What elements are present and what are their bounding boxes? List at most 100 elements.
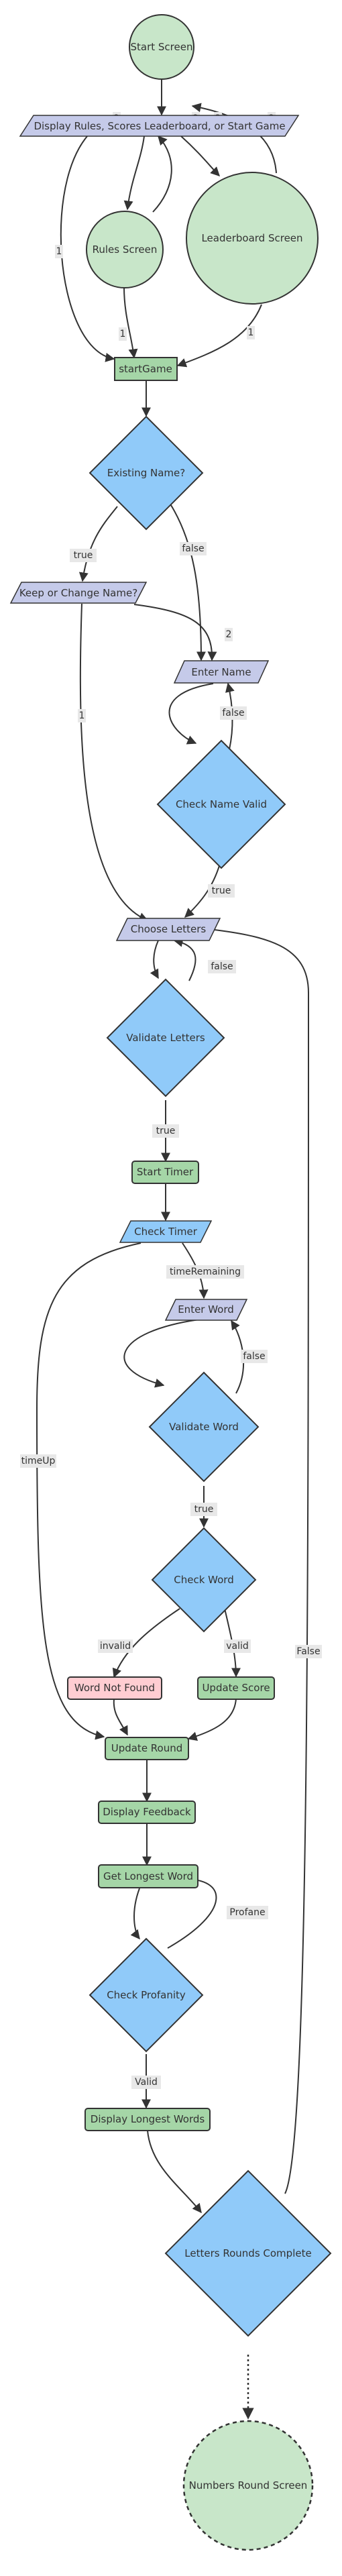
nodes: Start Screen Display Rules, Scores Leade…	[9, 14, 332, 2551]
node-leaderboard-screen: Leaderboard Screen	[186, 172, 319, 305]
edge-label-existing-false: false	[180, 542, 207, 555]
edge-longest-to-profanity	[130, 1888, 140, 1940]
svg-text:2: 2	[226, 629, 232, 640]
svg-text:true: true	[194, 1504, 214, 1515]
edge-label-letters-valid: true	[152, 1124, 179, 1138]
svg-text:Check Profanity: Check Profanity	[107, 1989, 186, 2001]
edge-notfound-to-updateround	[113, 1699, 128, 1736]
edge-checkname-valid	[184, 858, 222, 918]
edge-enter-to-checkname	[168, 683, 214, 745]
edge-profanity-profane	[167, 1874, 217, 1949]
node-validate-letters: Validate Letters	[106, 978, 225, 1097]
edge-label-word-invalid: false	[241, 1350, 268, 1363]
edge-label-existing-true: true	[70, 549, 97, 562]
edge-displaylongest-to-complete	[147, 2130, 202, 2214]
svg-text:1: 1	[79, 710, 85, 721]
edge-leaderboard-to-startgame	[176, 304, 262, 368]
svg-text:False: False	[296, 1646, 320, 1657]
edge-label-name-valid: true	[208, 884, 235, 898]
node-check-name-valid: Check Name Valid	[156, 739, 286, 869]
node-enter-word: Enter Word	[164, 1299, 248, 1321]
svg-text:Display Rules, Scores Leaderbo: Display Rules, Scores Leaderboard, or St…	[34, 120, 285, 132]
edge-label-not-profane: Valid	[131, 2076, 161, 2089]
svg-text:invalid: invalid	[100, 1641, 131, 1652]
svg-text:Check Name Valid: Check Name Valid	[176, 798, 267, 810]
svg-text:false: false	[243, 1351, 265, 1362]
edge-label-check-invalid: invalid	[98, 1640, 133, 1653]
svg-text:1: 1	[248, 327, 254, 338]
edge-existing-false	[164, 494, 206, 661]
svg-text:Update Round: Update Round	[111, 1742, 183, 1754]
edge-rules-to-startgame	[123, 286, 138, 359]
node-display-rules: Display Rules, Scores Leaderboard, or St…	[19, 115, 300, 137]
svg-text:false: false	[222, 708, 244, 718]
node-validate-word: Validate Word	[148, 1371, 260, 1483]
node-choose-letters: Choose Letters	[115, 918, 221, 941]
node-rules-screen: Rules Screen	[86, 211, 164, 288]
svg-text:true: true	[212, 885, 231, 896]
edge-label-display-to-startgame: 1	[55, 245, 63, 258]
svg-text:Start Screen: Start Screen	[131, 41, 193, 53]
svg-text:Start Timer: Start Timer	[137, 1166, 194, 1178]
svg-text:Profane: Profane	[229, 1907, 265, 1918]
svg-text:Word Not Found: Word Not Found	[74, 1682, 155, 1694]
svg-text:Validate Word: Validate Word	[169, 1421, 239, 1433]
svg-text:Leaderboard Screen: Leaderboard Screen	[201, 232, 302, 244]
svg-text:Display Longest Words: Display Longest Words	[91, 2113, 205, 2125]
edge-label-check-valid: valid	[224, 1640, 251, 1653]
edge-label-leaderboard-to-startgame: 1	[247, 326, 255, 339]
edge-label-name-invalid: false	[220, 706, 247, 720]
node-get-longest-word: Get Longest Word	[98, 1864, 198, 1888]
svg-text:Validate Letters: Validate Letters	[126, 1032, 205, 1044]
edge-choose-to-validate	[150, 940, 159, 979]
node-update-round: Update Round	[105, 1737, 189, 1760]
node-numbers-round-screen: Numbers Round Screen	[182, 2420, 314, 2551]
edge-label-profane: Profane	[227, 1906, 268, 1919]
svg-text:Choose Letters: Choose Letters	[131, 923, 207, 935]
svg-text:Check Timer: Check Timer	[134, 1226, 198, 1238]
edge-label-letters-invalid: false	[208, 960, 236, 973]
node-check-word: Check Word	[151, 1527, 257, 1633]
node-start-timer: Start Timer	[131, 1161, 199, 1184]
edge-label-word-valid: true	[190, 1503, 217, 1516]
svg-text:timeRemaining: timeRemaining	[170, 1267, 241, 1277]
svg-text:Valid: Valid	[135, 2077, 158, 2088]
node-existing-name: Existing Name?	[89, 415, 204, 531]
edge-rules-to-display	[152, 135, 172, 213]
node-enter-name: Enter Name	[173, 660, 270, 684]
svg-text:Display Feedback: Display Feedback	[103, 1806, 191, 1818]
edge-display-to-rules	[123, 136, 145, 211]
edge-existing-true	[78, 506, 118, 582]
node-letters-rounds-complete: Letters Rounds Complete	[164, 2169, 332, 2337]
edge-keep-to-enter	[133, 604, 217, 661]
edge-complete-false	[202, 924, 310, 2194]
svg-text:Enter Word: Enter Word	[178, 1303, 234, 1316]
edge-label-rounds-not-complete: False	[295, 1645, 322, 1658]
svg-text:1: 1	[120, 329, 126, 339]
node-display-longest-words: Display Longest Words	[84, 2108, 211, 2131]
edge-updatescore-to-updateround	[187, 1698, 237, 1741]
node-start-screen: Start Screen	[129, 14, 194, 80]
svg-text:Get Longest Word: Get Longest Word	[103, 1870, 193, 1882]
edge-label-keep-to-enter: 2	[225, 628, 233, 641]
edge-keep-to-choose	[79, 603, 149, 922]
edge-label-keep-to-choose: 1	[78, 709, 86, 722]
svg-text:valid: valid	[226, 1641, 249, 1652]
edges	[36, 78, 310, 2420]
edge-time-up	[36, 1242, 141, 1740]
svg-text:true: true	[156, 1126, 176, 1136]
edge-label-time-up: timeUp	[20, 1454, 56, 1468]
svg-text:true: true	[74, 550, 93, 561]
node-check-timer: Check Timer	[119, 1220, 213, 1243]
svg-text:Rules Screen: Rules Screen	[93, 244, 158, 256]
edge-label-time-remaining: timeRemaining	[166, 1265, 244, 1279]
node-update-score: Update Score	[197, 1676, 275, 1700]
svg-text:false: false	[182, 543, 204, 554]
edge-checkword-invalid	[112, 1608, 180, 1678]
node-keep-or-change: Keep or Change Name?	[9, 582, 148, 604]
svg-text:Existing Name?: Existing Name?	[107, 467, 185, 479]
node-start-game: startGame	[114, 357, 178, 381]
edge-enterword-to-validate	[123, 1319, 200, 1388]
svg-text:false: false	[211, 961, 233, 972]
